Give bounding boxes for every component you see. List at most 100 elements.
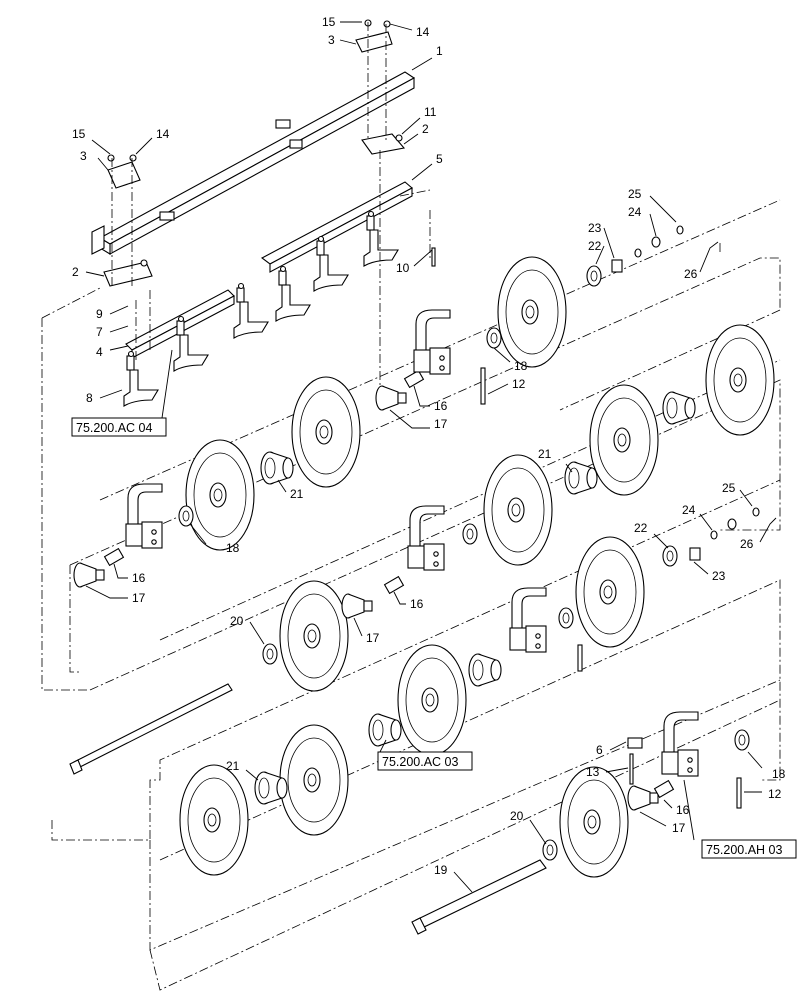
svg-text:16: 16 xyxy=(132,571,146,585)
svg-text:7: 7 xyxy=(96,325,103,339)
svg-text:3: 3 xyxy=(80,149,87,163)
callout-24a: 24 xyxy=(628,205,657,237)
callout-5: 5 xyxy=(411,152,443,181)
callout-2b: 2 xyxy=(72,265,105,279)
svg-text:5: 5 xyxy=(436,152,443,166)
callout-9: 9 xyxy=(96,305,129,321)
svg-text:26: 26 xyxy=(684,267,698,281)
callout-20b: 20 xyxy=(510,809,547,845)
svg-text:4: 4 xyxy=(96,345,103,359)
svg-text:17: 17 xyxy=(434,417,448,431)
svg-text:13: 13 xyxy=(586,765,600,779)
svg-text:3: 3 xyxy=(328,33,335,47)
callout-4: 4 xyxy=(96,345,129,359)
svg-text:19: 19 xyxy=(434,863,448,877)
callout-3a: 3 xyxy=(328,33,357,47)
svg-text:23: 23 xyxy=(712,569,726,583)
svg-text:24: 24 xyxy=(682,503,696,517)
callout-26a: 26 xyxy=(684,241,719,281)
callout-16c: 16 xyxy=(393,591,424,611)
svg-text:22: 22 xyxy=(634,521,648,535)
callout-23a: 23 xyxy=(588,221,615,259)
reference-75-200-ac-03[interactable]: 75.200.AC 03 xyxy=(377,739,473,771)
callout-20a: 20 xyxy=(230,614,265,645)
callout-17c: 17 xyxy=(353,617,380,645)
callout-21b: 21 xyxy=(277,479,304,501)
clamp-plate-left xyxy=(107,154,141,189)
svg-text:10: 10 xyxy=(396,261,410,275)
callout-21a: 21 xyxy=(538,447,573,473)
reference-75-200-ac-04[interactable]: 75.200.AC 04 xyxy=(71,349,173,437)
svg-text:23: 23 xyxy=(588,221,602,235)
svg-text:15: 15 xyxy=(72,127,86,141)
callout-23b: 23 xyxy=(693,561,726,583)
callout-2a: 2 xyxy=(403,122,429,145)
svg-text:12: 12 xyxy=(768,787,782,801)
svg-text:15: 15 xyxy=(322,15,336,29)
svg-text:11: 11 xyxy=(424,105,437,119)
svg-text:21: 21 xyxy=(226,759,240,773)
callout-15b: 15 xyxy=(72,127,111,155)
callout-18b: 18 xyxy=(189,523,240,555)
svg-text:75.200.AC 04: 75.200.AC 04 xyxy=(76,421,152,435)
callout-17b: 17 xyxy=(85,585,146,605)
svg-text:24: 24 xyxy=(628,205,642,219)
svg-text:17: 17 xyxy=(366,631,380,645)
callout-7: 7 xyxy=(96,325,129,339)
svg-text:2: 2 xyxy=(72,265,79,279)
svg-text:26: 26 xyxy=(740,537,754,551)
callout-18a: 18 xyxy=(493,347,528,373)
reference-75-200-ah-03[interactable]: 75.200.AH 03 xyxy=(683,779,797,859)
callout-18c: 18 xyxy=(747,751,786,781)
svg-text:14: 14 xyxy=(416,25,430,39)
callout-22b: 22 xyxy=(634,521,669,549)
main-gang-tube xyxy=(91,71,416,255)
clamp-plate-mid xyxy=(361,133,406,155)
svg-text:16: 16 xyxy=(676,803,690,817)
callout-21c: 21 xyxy=(226,759,259,781)
svg-text:21: 21 xyxy=(290,487,304,501)
callout-17a: 17 xyxy=(389,409,448,431)
callout-19: 19 xyxy=(434,863,473,893)
callout-15a: 15 xyxy=(322,15,362,29)
svg-text:22: 22 xyxy=(588,239,602,253)
svg-text:16: 16 xyxy=(434,399,448,413)
callout-6: 6 xyxy=(596,741,627,757)
svg-text:1: 1 xyxy=(436,44,443,58)
callout-14b: 14 xyxy=(135,127,170,155)
callout-16a: 16 xyxy=(413,385,448,413)
callout-labels: 15 14 3 1 11 2 15 14 3 5 25 24 23 22 10 … xyxy=(72,15,786,893)
svg-text:18: 18 xyxy=(226,541,240,555)
svg-text:75.200.AC 03: 75.200.AC 03 xyxy=(382,755,458,769)
callout-25b: 25 xyxy=(722,481,753,507)
svg-text:6: 6 xyxy=(596,743,603,757)
svg-text:16: 16 xyxy=(410,597,424,611)
callout-16b: 16 xyxy=(113,563,146,585)
callout-8: 8 xyxy=(86,389,123,405)
callout-3b: 3 xyxy=(80,149,109,171)
gang-shaft-lower xyxy=(411,859,547,935)
clamp-plate-upper xyxy=(355,19,393,53)
svg-text:75.200.AH 03: 75.200.AH 03 xyxy=(706,843,782,857)
callout-25a: 25 xyxy=(628,187,677,223)
scraper-bar-upper xyxy=(260,181,413,273)
callout-11: 11 xyxy=(401,105,437,135)
svg-text:18: 18 xyxy=(514,359,528,373)
svg-text:21: 21 xyxy=(538,447,552,461)
clamp-plate-lower xyxy=(103,259,153,287)
callout-13: 13 xyxy=(586,765,629,779)
callout-1: 1 xyxy=(411,44,443,71)
callout-14a: 14 xyxy=(389,23,430,39)
svg-text:12: 12 xyxy=(512,377,526,391)
svg-text:14: 14 xyxy=(156,127,170,141)
callout-16d: 16 xyxy=(663,799,690,817)
callout-10: 10 xyxy=(396,249,433,275)
svg-text:17: 17 xyxy=(132,591,146,605)
svg-text:25: 25 xyxy=(722,481,736,495)
svg-text:2: 2 xyxy=(422,122,429,136)
callout-24b: 24 xyxy=(682,503,713,531)
callout-12a: 12 xyxy=(487,377,526,395)
gang-shaft-upper xyxy=(69,683,233,775)
callout-26b: 26 xyxy=(740,517,777,551)
svg-text:17: 17 xyxy=(672,821,686,835)
